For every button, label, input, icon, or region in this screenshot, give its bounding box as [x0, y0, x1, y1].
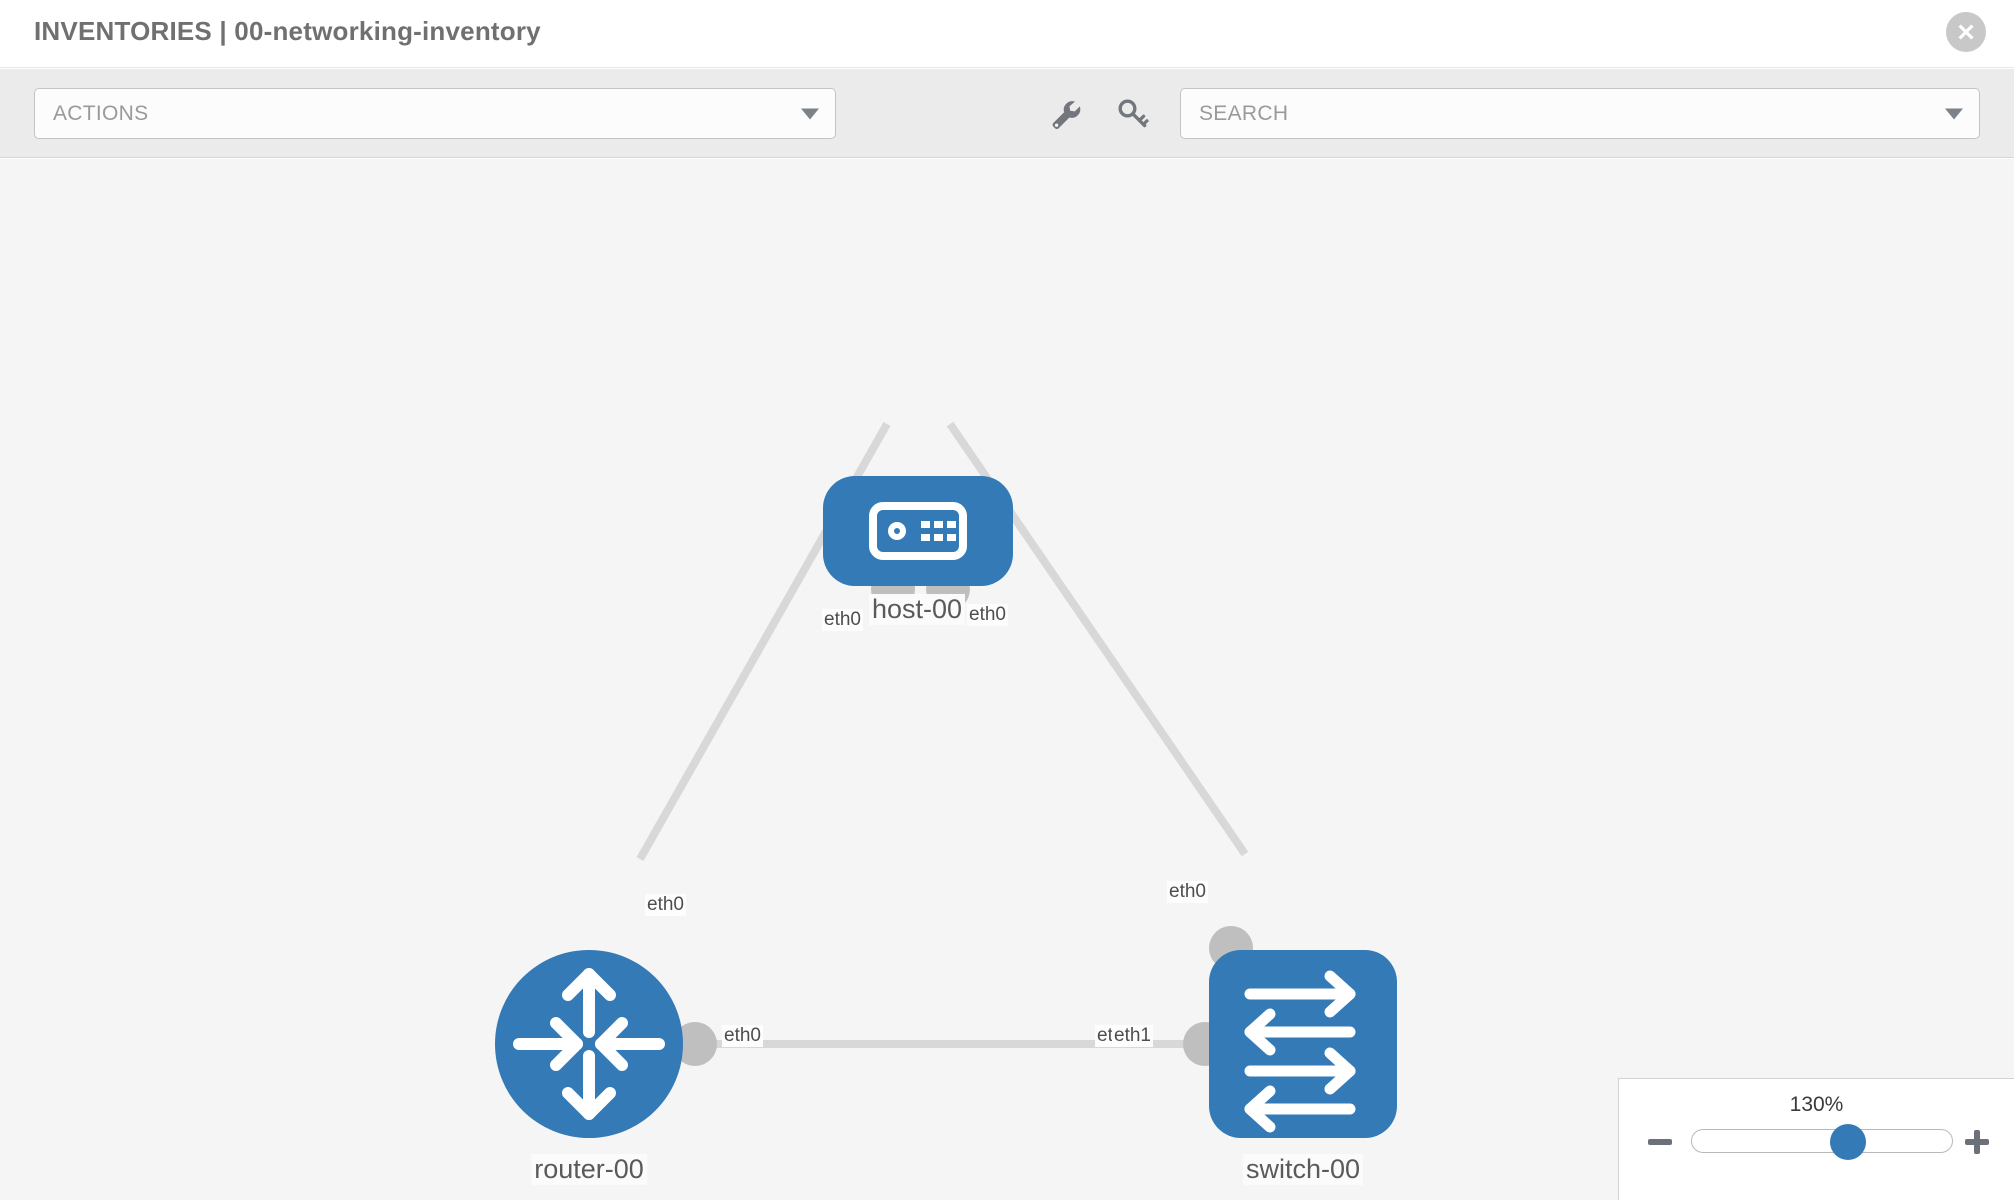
node-switch-00 — [1209, 950, 1397, 1138]
node-label-switch: switch-00 — [1242, 1154, 1364, 1185]
port-router-right — [673, 1022, 717, 1066]
node-host-00 — [823, 476, 1013, 586]
toolbar: ACTIONS SEARCH — [0, 69, 2014, 158]
node-label-host: host-00 — [868, 594, 966, 625]
edge-label-host-right: eth0 — [967, 604, 1008, 626]
topology-canvas[interactable]: host-00 router-00 switch-00 eth0 eth0 et… — [0, 159, 2014, 1200]
search-placeholder: SEARCH — [1199, 101, 1289, 125]
key-icon[interactable] — [1114, 95, 1152, 133]
topology-graph: host-00 router-00 switch-00 eth0 eth0 et… — [0, 159, 2014, 1200]
topology-svg — [495, 421, 1397, 1138]
chevron-down-icon — [801, 108, 819, 119]
node-label-router: router-00 — [531, 1154, 647, 1185]
zoom-slider-thumb[interactable] — [1830, 1124, 1866, 1160]
edge-label-router-up: eth0 — [645, 894, 686, 916]
zoom-slider[interactable] — [1691, 1124, 1953, 1160]
page-header: INVENTORIES | 00-networking-inventory — [0, 0, 2014, 68]
edge-label-host-left: eth0 — [822, 609, 863, 631]
wrench-icon[interactable] — [1046, 95, 1084, 133]
edge-label-switch-left-b: eth1 — [1112, 1025, 1153, 1047]
router-icon — [513, 968, 665, 1120]
close-icon[interactable] — [1946, 12, 1986, 52]
zoom-control-panel: 130% — [1618, 1078, 2014, 1200]
edge-label-switch-up: eth0 — [1167, 881, 1208, 903]
page-title: INVENTORIES | 00-networking-inventory — [34, 16, 541, 46]
node-router-00 — [495, 950, 683, 1138]
zoom-out-button[interactable] — [1645, 1127, 1675, 1157]
actions-dropdown[interactable]: ACTIONS — [34, 88, 836, 139]
search-input[interactable]: SEARCH — [1180, 88, 1980, 139]
actions-dropdown-label: ACTIONS — [53, 101, 149, 125]
server-icon — [869, 502, 967, 560]
zoom-in-button[interactable] — [1962, 1127, 1992, 1157]
zoom-percent-label: 130% — [1789, 1093, 1844, 1116]
switch-icon — [1244, 970, 1356, 1133]
edge-label-router-right: eth0 — [722, 1025, 763, 1047]
chevron-down-icon — [1945, 108, 1963, 119]
